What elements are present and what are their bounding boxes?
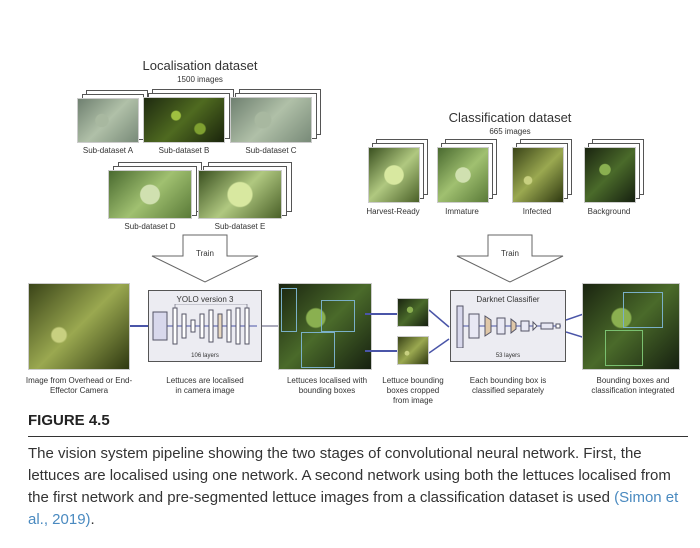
sub-dataset-c-label: Sub-dataset C bbox=[245, 146, 297, 155]
camera-image bbox=[28, 283, 130, 370]
bounding-box bbox=[623, 292, 663, 328]
sub-dataset-b-image bbox=[143, 97, 225, 143]
localisation-count: 1500 images bbox=[177, 75, 223, 84]
localised-image bbox=[278, 283, 372, 370]
caption-camera: Image from Overhead or End-Effector Came… bbox=[25, 376, 133, 395]
bounding-box bbox=[321, 300, 355, 332]
sub-dataset-e-label: Sub-dataset E bbox=[214, 222, 266, 231]
yolo-layers: 106 layers bbox=[191, 353, 219, 359]
sub-dataset-a-label: Sub-dataset A bbox=[82, 146, 134, 155]
immature-label: Immature bbox=[445, 207, 479, 216]
caption-localised: Lettuces are localised in camera image bbox=[166, 376, 244, 395]
sub-dataset-c-image bbox=[230, 97, 312, 143]
sub-dataset-d-label: Sub-dataset D bbox=[124, 222, 176, 231]
caption-integrated: Bounding boxes and classification integr… bbox=[591, 376, 675, 395]
bounding-box bbox=[301, 332, 335, 368]
figure-caption: The vision system pipeline showing the t… bbox=[28, 443, 693, 531]
caption-classified: Each bounding box is classified separate… bbox=[469, 376, 547, 395]
yolo-network-icon bbox=[152, 303, 257, 345]
classification-title: Classification dataset bbox=[448, 110, 572, 125]
figure-label: FIGURE 4.5 bbox=[28, 412, 110, 429]
infected-label: Infected bbox=[522, 207, 552, 216]
cropped-lettuce-2 bbox=[397, 336, 429, 365]
caption-cropped: Lettuce bounding boxes cropped from imag… bbox=[382, 376, 444, 405]
train-label-right: Train bbox=[501, 249, 519, 258]
background-label: Background bbox=[587, 207, 631, 216]
background-image bbox=[584, 147, 636, 203]
cropped-lettuce-1 bbox=[397, 298, 429, 327]
bounding-box bbox=[281, 288, 297, 332]
infected-image bbox=[512, 147, 564, 203]
immature-image bbox=[437, 147, 489, 203]
bounding-box bbox=[605, 330, 643, 366]
sub-dataset-b-label: Sub-dataset B bbox=[158, 146, 210, 155]
yolo-title: YOLO version 3 bbox=[176, 295, 234, 304]
sub-dataset-a-image bbox=[77, 98, 139, 143]
citation-link[interactable]: (Simon et al., 2019) bbox=[28, 489, 679, 528]
integrated-image bbox=[582, 283, 680, 370]
localisation-title: Localisation dataset bbox=[142, 58, 258, 73]
darknet-title: Darknet Classifier bbox=[476, 295, 540, 304]
harvest-ready-label: Harvest-Ready bbox=[366, 207, 420, 216]
yolo-box: YOLO version 3 106 layers bbox=[148, 290, 262, 362]
classification-count: 665 images bbox=[489, 127, 531, 136]
arrow bbox=[365, 350, 397, 352]
darknet-layers: 53 layers bbox=[495, 353, 521, 359]
darknet-box: Darknet Classifier 53 layers bbox=[450, 290, 566, 362]
caption-end: . bbox=[90, 511, 95, 528]
caption-boxes: Lettuces localised with bounding boxes bbox=[286, 376, 368, 395]
train-arrow-left-icon bbox=[151, 234, 259, 283]
train-label-left: Train bbox=[196, 249, 214, 258]
arrows-to-classifier bbox=[429, 309, 450, 354]
train-arrow-right-icon bbox=[456, 234, 564, 283]
arrow bbox=[262, 325, 278, 327]
darknet-network-icon bbox=[456, 305, 561, 349]
harvest-ready-image bbox=[368, 147, 420, 203]
divider bbox=[28, 436, 688, 437]
sub-dataset-e-image bbox=[198, 170, 282, 219]
caption-text: The vision system pipeline showing the t… bbox=[28, 445, 671, 506]
arrow bbox=[130, 325, 148, 327]
sub-dataset-d-image bbox=[108, 170, 192, 219]
arrow bbox=[365, 313, 397, 315]
